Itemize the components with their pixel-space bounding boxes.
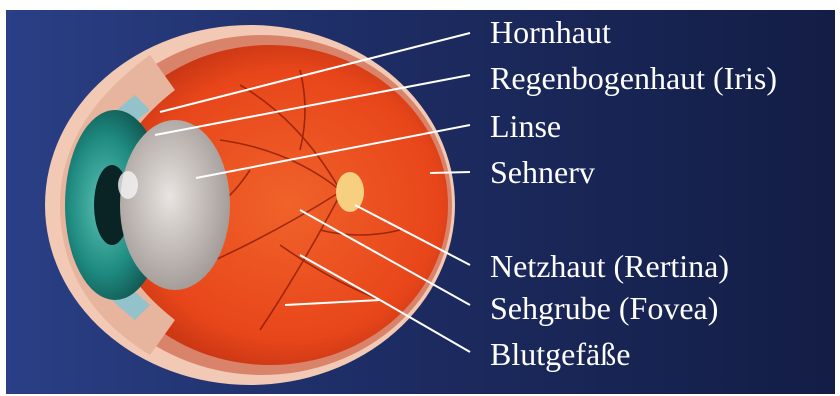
label-iris: Regenbogenhaut (Iris) (490, 62, 777, 94)
label-blutgefaesse: Blutgefäße (490, 338, 630, 370)
lens-highlight (118, 171, 138, 199)
lens (120, 120, 230, 290)
label-linse: Linse (490, 110, 561, 142)
label-hornhaut: Hornhaut (490, 16, 611, 48)
leader-sehnerv (430, 172, 470, 173)
label-netzhaut: Netzhaut (Rertina) (490, 250, 729, 282)
label-sehnerv: Sehnerv (490, 156, 595, 188)
label-sehgrube: Sehgrube (Fovea) (490, 292, 718, 324)
optic-disc (336, 172, 364, 212)
